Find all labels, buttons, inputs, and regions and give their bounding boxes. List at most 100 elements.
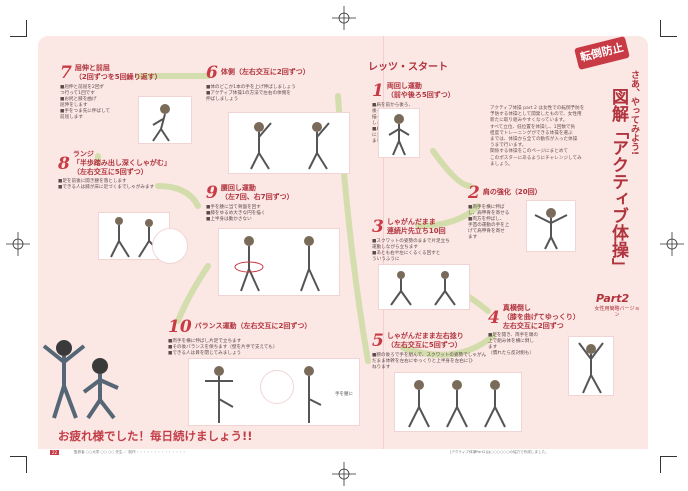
step-title: 肩の強化（20回）	[483, 188, 542, 197]
step-title-line: 腰回し運動	[220, 183, 256, 192]
lets-start-label: レッツ・スタート	[368, 62, 448, 73]
step-notes: ■足を開き、両手を頭の上で組み体を横に倒します（慣れたら反対側も）	[488, 333, 598, 357]
step-title: 腰回し運動（左7回、右7回ずつ）	[221, 184, 294, 202]
figure-step-7	[138, 96, 192, 144]
step-note-line: し、肩甲骨を寄せる	[468, 210, 510, 216]
figure-step-9	[218, 228, 340, 296]
step-note-line: ■アクティブ体操1の方法で左右の体側を	[206, 90, 291, 96]
registration-mark	[332, 6, 356, 30]
step-note-line: ■屈伸と前屈を2回ず	[60, 84, 105, 90]
crop-mark	[10, 456, 27, 473]
figure-step-10-detail	[260, 370, 294, 404]
lead-text: アクティブ体操 part 2 は女性での転倒予防を予防する体操として開発したもの…	[490, 106, 602, 168]
step-number: 6	[206, 62, 218, 83]
step-note-line: ■膝をゆるめ大きな円を描く	[206, 210, 266, 216]
registration-mark	[6, 232, 30, 256]
step-number: 5	[372, 330, 384, 351]
step-notes: ■足を前後に開き腰を落とします■できる人は膝が床に近づくまでしゃがみます	[58, 179, 198, 191]
step-title: 両回し運動（前や後ろ5回ずつ）	[387, 82, 455, 100]
figure-step-8-detail	[152, 228, 188, 264]
hand-on-hip-label: 手を腰に	[335, 392, 353, 397]
figure-step-4	[568, 336, 614, 396]
lead-line: 予防する体操として開発したもので、女性用	[490, 112, 582, 118]
lead-line: アクティブ体操 part 2 は女性での転倒予防を	[490, 106, 585, 111]
step-notes: ■屈伸と前屈を2回ずつ行って1回です■お尻と膝を曲げ屈伸をします■手をつま先に伸…	[60, 85, 190, 121]
step-title-line: 左右交互に2回ずつ	[502, 322, 564, 330]
footnote-left: 監修者 ○○大学 ○○ ○○ 先生 ／ 制作・・・・・・・・・・・・・・	[74, 450, 186, 454]
figure-step-6	[228, 112, 350, 174]
step-note-line: ます	[488, 345, 498, 350]
step-note-line: ます	[468, 234, 478, 240]
step-title-line: 真横倒し	[502, 304, 531, 312]
step-note-line: ■お尻と膝を曲げ	[60, 96, 97, 102]
crop-mark	[660, 456, 677, 473]
step-number: 8	[58, 153, 70, 174]
step-note-line: ■足を開き、両手を頭の	[488, 333, 538, 338]
lead-line: このポスターにあるようにチャレンジしてみ	[490, 155, 582, 161]
figure-step-3	[378, 264, 470, 310]
step-note-line: ■スクワットの姿勢のままで片足立ち	[372, 238, 450, 244]
part-label: Part2	[596, 292, 630, 305]
step-note-line: （慣れたら反対側も）	[488, 351, 534, 356]
step-title-line: 肩の強化（20回）	[482, 188, 542, 196]
step-note-line: ■あとも右や左にくるくる回すと	[372, 250, 441, 256]
step-note-line: ■肩を前から後ろ、	[372, 102, 414, 108]
step-title: 真横倒し（膝を曲げてゆっくり）左右交互に2回ずつ	[503, 304, 580, 331]
step-title-line: （左右交互に5回ずつ）	[72, 168, 148, 176]
step-note-line: ■両方を伸ばし、	[468, 216, 505, 222]
step-notes: ■両手を横に伸ばし片足で立ちます■その後バランスを保ちます（壁を片手で支えても）…	[168, 339, 358, 357]
step-note-line: ■できる人は膝が床に近づくまでしゃがみます	[58, 185, 155, 190]
step-note-line: ■両手を横に伸ば	[468, 204, 505, 210]
step-title: ランジ「半歩踏み出し深くしゃがむ」（左右交互に5回ずつ）	[73, 150, 171, 177]
lead-line: ましょう。	[490, 161, 513, 167]
step-title-line: 体側（左右交互に2回ずつ）	[220, 68, 310, 76]
step-note-line: 手首の運動の手を上	[468, 222, 510, 228]
step-notes: ■スクワットの姿勢のままで片足立ち運動しながら立ちます■あとも右や左にくるくる回…	[372, 239, 522, 263]
step-note-line: ■上半身は動かさない	[206, 216, 252, 222]
step-title-line: （膝を曲げてゆっくり）	[502, 313, 580, 321]
step-notes: ■腕の後ろで手を組んで、スクワットの姿勢でしゃがんだまま体幹を左右にゆっくりと上…	[372, 353, 522, 371]
crop-mark	[10, 20, 27, 37]
subtitle-vertical: さあ、やってみよう!	[629, 70, 639, 156]
lead-line: 担度でトレーニングができる体操を選ぶ	[490, 130, 573, 136]
footnote-right: [アクティブ体操Part2]は○○○○○○の協力で作成しました。	[450, 450, 549, 454]
step-title: しゃがんだまま左右捻り（左右交互に5回ずつ）	[387, 332, 464, 350]
footer-bar	[38, 449, 648, 456]
step-note-line: 屈伸をします	[60, 102, 88, 108]
lead-line: までは、体操から全ての動作が入った体操	[490, 137, 578, 143]
step-title-line: バランス運動（左右交互に2回ずつ）	[194, 322, 312, 330]
step-notes: ■両手を横に伸ばし、肩甲骨を寄せる■両方を伸ばし、手首の運動の手を上げて肩甲骨を…	[468, 205, 548, 241]
step-number: 2	[468, 182, 480, 203]
part-sub-label: 女性用簡略バージョン	[594, 306, 640, 318]
main-title: 図解「アクティブ体操」	[608, 88, 628, 275]
step-number: 10	[168, 316, 192, 337]
step-note-line: 運動しながら立ちます	[372, 244, 418, 250]
step-title-line: ランジ	[72, 150, 94, 158]
step-title: しゃがんだまま連続片先立ち10回	[387, 218, 446, 236]
step-title-line: （前や後ろ5回ずつ）	[386, 90, 455, 99]
step-title-line: 両回し運動	[386, 81, 422, 90]
step-note-line: ■体のどこか1本の手を上げ伸ばしましょう	[206, 84, 296, 90]
lead-line: 新たに取り組みやすくなっています。	[490, 118, 568, 124]
step-number: 7	[60, 62, 72, 83]
step-note-line: ■できる人は目を閉じてみましょう	[168, 350, 242, 356]
step-title: バランス運動（左右交互に2回ずつ）	[195, 322, 312, 331]
step-number: 3	[372, 216, 384, 237]
step-title-line: （左7回、右7回ずつ）	[220, 192, 294, 201]
lead-line: 関係する体操をこのページにまとめて	[490, 149, 569, 155]
step-note-line: ■手を腰に当て骨盤を回す	[206, 204, 261, 210]
center-fold	[383, 36, 384, 456]
lead-line: すべて立位、低位置を体操し、1回数で負	[490, 124, 576, 130]
step-note-line: だまま体幹を左右にゆっくりと上半身を左右にひ	[372, 358, 473, 364]
step-note-line: ■手をつま先に伸ばして	[60, 108, 111, 114]
step-title: 屈伸と前屈（2回ずつを5回繰り返す）	[75, 64, 162, 82]
step-title-line: しゃがんだまま	[386, 217, 436, 226]
step-number: 4	[488, 307, 500, 328]
step-note-line: つ行って1回です	[60, 90, 95, 96]
